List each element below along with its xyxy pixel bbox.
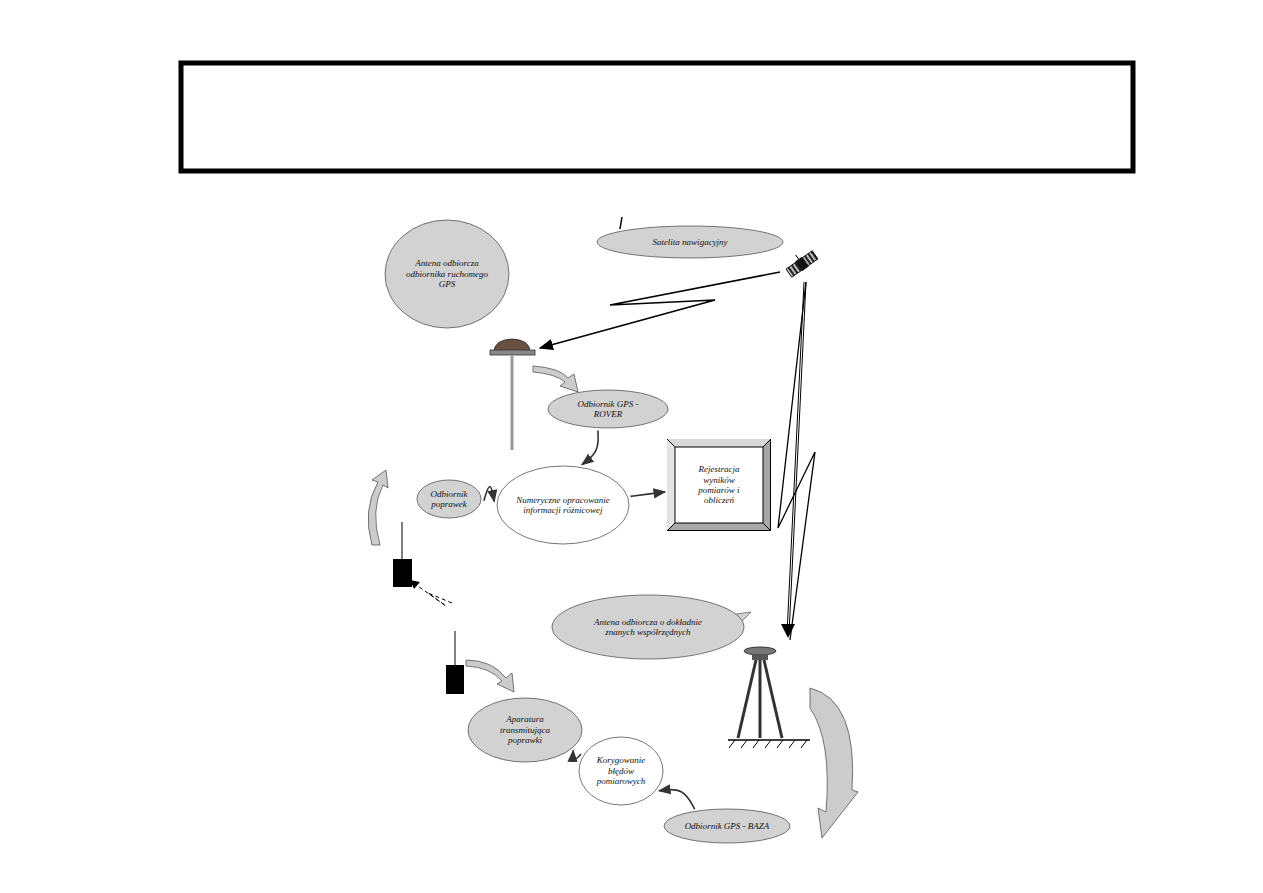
bevel-frame: [668, 440, 771, 531]
process-node: Numeryczne opracowanie informacji różnic…: [496, 465, 630, 545]
radio-antenna: [402, 522, 403, 560]
flow-connector: [582, 431, 598, 465]
ellipse-outline: [664, 809, 790, 843]
title-frame: [181, 63, 1133, 171]
flow-arrow: [368, 470, 388, 545]
process-node: Aparatura transmitująca poprawki: [467, 697, 583, 763]
bevel-frame: [667, 439, 771, 531]
radio-antenna: [455, 631, 456, 666]
process-node: Korygowanie błędów pomiarowych: [578, 736, 664, 806]
node-text: Aparatura transmitująca poprawki: [484, 714, 565, 745]
flow-connector: [573, 751, 581, 760]
bevel-frame: [667, 439, 771, 447]
node-text: Odbiornik GPS - ROVER: [565, 399, 650, 420]
rover-antenna: [490, 350, 535, 355]
base-tripod: [728, 647, 810, 748]
satellite-icon: [783, 246, 819, 278]
signal-line: [788, 282, 805, 634]
radio-transmitter: [446, 665, 464, 694]
flow-arrow: [466, 660, 514, 692]
tick-mark: [620, 217, 622, 229]
flow-connector: [484, 486, 494, 501]
ellipse-outline: [548, 390, 668, 428]
node-text: Odbiornik poprawek: [426, 489, 472, 510]
node-text: Numeryczne opracowanie informacji różnic…: [516, 495, 610, 516]
flow-connector: [659, 790, 695, 810]
node-text: Satelita nawigacyjny: [624, 237, 756, 247]
node-text: Rejestracja wyników pomiarów i obliczeń: [687, 464, 751, 505]
bevel-frame: [667, 439, 675, 531]
ellipse-outline: [417, 480, 481, 518]
callout-bubble: Antena odbiorcza odbiornika ruchomego GP…: [384, 219, 510, 329]
satellite-label: Satelita nawigacyjny: [596, 225, 784, 259]
radio-link: [415, 584, 452, 606]
ellipse-outline: [597, 226, 783, 258]
flow-arrow: [533, 366, 578, 392]
arrow-head: [410, 580, 420, 589]
node-text: Antena odbiorcza odbiornika ruchomego GP…: [403, 258, 491, 289]
flow-arrow: [810, 688, 858, 838]
receiver-node: Odbiornik GPS - BAZA: [663, 808, 791, 844]
ellipse-outline: [579, 737, 663, 805]
antenna-pole: [511, 356, 514, 450]
ellipse-outline: [468, 698, 582, 762]
signal-line: [788, 282, 805, 634]
arrow-head: [781, 624, 795, 638]
node-text: Antena odbiorcza o dokładnie znanych wsp…: [580, 617, 716, 638]
flow-connector: [630, 492, 665, 496]
callout-bubble: Antena odbiorcza o dokładnie znanych wsp…: [551, 594, 745, 660]
node-text: Odbiornik GPS - BAZA: [682, 821, 772, 831]
bevel-panel: [675, 447, 763, 523]
ellipse-outline: [497, 466, 629, 544]
ellipse-outline: [385, 220, 509, 328]
radio-receiver: [393, 559, 412, 587]
recording-box: Rejestracja wyników pomiarów i obliczeń: [667, 439, 771, 531]
ellipse-outline: [552, 595, 744, 659]
signal-line: [778, 282, 815, 640]
receiver-node: Odbiornik poprawek: [416, 479, 482, 519]
signal-line: [540, 272, 780, 348]
receiver-node: Odbiornik GPS - ROVER: [547, 389, 669, 429]
node-text: Korygowanie błędów pomiarowych: [591, 755, 651, 786]
